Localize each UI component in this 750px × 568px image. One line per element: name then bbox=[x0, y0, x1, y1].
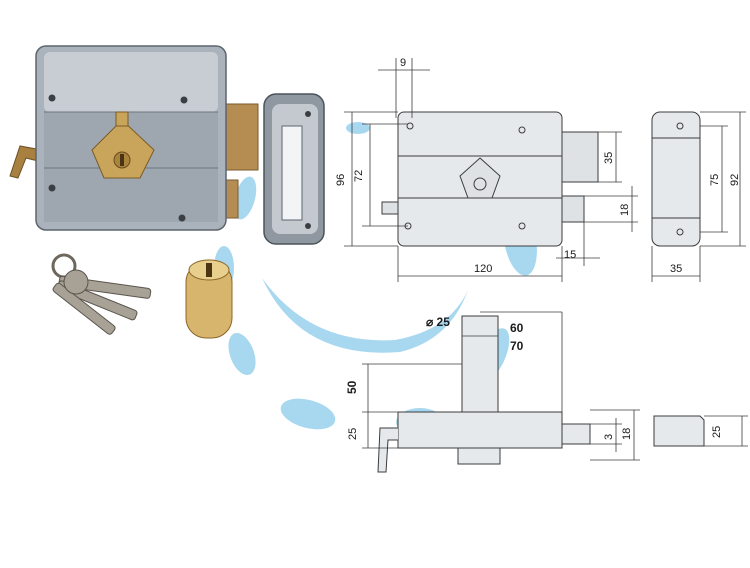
dim-top-offset: 9 bbox=[400, 57, 406, 69]
dim-total-height: 96 bbox=[335, 174, 347, 186]
case-screw-bl bbox=[48, 184, 56, 192]
bottom-view-drawing bbox=[377, 315, 591, 473]
bottom-view-dimension-lines bbox=[362, 311, 640, 461]
side-screw-bottom bbox=[676, 228, 684, 236]
front-screw-tr bbox=[518, 126, 526, 134]
dim-backset-a: 60 bbox=[510, 321, 524, 335]
dim-bolt-height: 35 bbox=[603, 152, 615, 164]
dim-side-width: 35 bbox=[670, 263, 682, 275]
side-body-drawing bbox=[651, 111, 701, 247]
dim-latch-height: 18 bbox=[619, 204, 631, 216]
swoosh-drop-4 bbox=[280, 398, 336, 430]
dim-keeper-depth: 25 bbox=[711, 426, 723, 438]
bolt-drawing bbox=[559, 131, 599, 183]
dim-screw-spacing: 72 bbox=[353, 170, 365, 182]
dim-cylinder-diameter: ⌀ 25 bbox=[426, 315, 450, 329]
dim-side-height-inner: 75 bbox=[709, 174, 721, 186]
front-view-drawing bbox=[381, 111, 599, 247]
front-screw-br bbox=[518, 222, 526, 230]
keyhole-slot bbox=[120, 154, 124, 166]
spindle-drawing bbox=[381, 201, 399, 215]
cylinder-photo bbox=[185, 259, 233, 339]
latch-drawing bbox=[559, 195, 585, 223]
dim-latch-overall: 18 bbox=[621, 428, 633, 440]
dim-latch-thick: 3 bbox=[603, 434, 615, 440]
case-screw-tl bbox=[48, 94, 56, 102]
dim-backset-b: 70 bbox=[510, 339, 524, 353]
side-view-dimension-lines bbox=[651, 111, 746, 282]
lock-body-photo bbox=[9, 45, 259, 231]
keeper-side-body bbox=[653, 415, 705, 447]
dim-case-depth: 25 bbox=[347, 428, 359, 440]
keeper-screw-top bbox=[305, 111, 311, 117]
keeper-slot bbox=[281, 125, 303, 221]
case-screw-tr bbox=[180, 96, 188, 104]
lock-case-top bbox=[44, 52, 218, 112]
front-keyhole-drawing bbox=[473, 177, 487, 191]
front-view-dimension-lines bbox=[344, 58, 638, 282]
cylinder-slot bbox=[206, 263, 212, 277]
swoosh-arc bbox=[262, 278, 468, 353]
cylinder-escutcheon bbox=[91, 119, 155, 179]
key-head bbox=[63, 269, 89, 295]
dim-bolt-throw: 15 bbox=[564, 249, 576, 261]
swoosh-drop-7 bbox=[233, 176, 257, 220]
keeper-screw-bottom bbox=[305, 223, 311, 229]
swoosh-drop-5 bbox=[228, 332, 256, 376]
case-screw-br bbox=[178, 214, 186, 222]
keys-photo bbox=[51, 253, 152, 335]
dim-body-width: 120 bbox=[474, 263, 492, 275]
bottom-case-drawing bbox=[397, 411, 563, 449]
key-3 bbox=[52, 282, 116, 335]
keeper-side-dimension-lines bbox=[704, 415, 748, 447]
keeper-photo bbox=[263, 93, 325, 245]
bottom-latch-drawing bbox=[561, 423, 591, 445]
front-screw-tl bbox=[406, 122, 414, 130]
cylinder-projection bbox=[461, 315, 499, 413]
dim-depth: 50 bbox=[345, 380, 359, 394]
keeper-side-drawing bbox=[653, 415, 705, 447]
bottom-cylinder-tail bbox=[457, 447, 501, 465]
side-view-drawing bbox=[651, 111, 701, 247]
dim-side-height-outer: 92 bbox=[729, 174, 741, 186]
bottom-lever-drawing bbox=[377, 427, 398, 473]
side-screw-top bbox=[676, 122, 684, 130]
cylinder-key-top bbox=[115, 111, 129, 127]
